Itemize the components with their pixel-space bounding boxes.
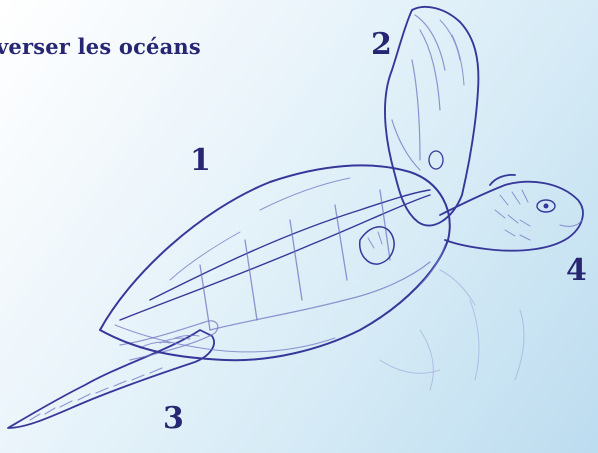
- front-flipper: [385, 7, 478, 226]
- turtle-shell: [100, 165, 450, 360]
- label-number-1: 1: [190, 146, 211, 176]
- hind-limb-detail: [360, 227, 394, 264]
- sketch-background-lines: [380, 270, 524, 390]
- figure-title: verser les océans: [0, 34, 201, 59]
- label-number-2: 2: [371, 30, 392, 60]
- label-number-4: 4: [566, 256, 587, 286]
- turtle-head: [420, 175, 583, 285]
- label-number-3: 3: [163, 404, 184, 434]
